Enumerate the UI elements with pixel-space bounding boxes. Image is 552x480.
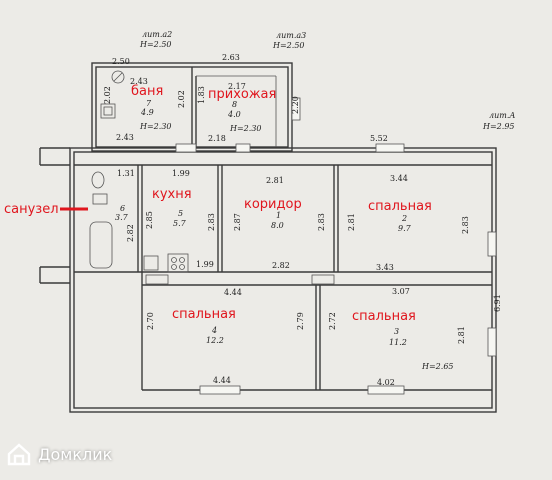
svg-text:1.31: 1.31 <box>117 169 135 178</box>
svg-text:2.82: 2.82 <box>272 261 290 270</box>
svg-text:12.2: 12.2 <box>206 336 224 345</box>
label-sanuzel: санузел <box>4 202 59 217</box>
svg-text:H=2.50: H=2.50 <box>272 41 305 50</box>
svg-text:2.85: 2.85 <box>145 211 154 229</box>
svg-text:3.7: 3.7 <box>115 213 129 222</box>
svg-text:1: 1 <box>276 211 281 220</box>
svg-text:лит.а3: лит.а3 <box>276 31 306 40</box>
svg-text:H=2.50: H=2.50 <box>139 40 172 49</box>
svg-text:2.81: 2.81 <box>266 176 284 185</box>
label-spalnaya-3: спальная <box>352 309 416 324</box>
svg-text:5.7: 5.7 <box>173 219 187 228</box>
svg-text:2.02: 2.02 <box>103 86 112 104</box>
svg-text:8: 8 <box>232 100 237 109</box>
dimensions: 2.50 2.63 2.43 2.17 2.02 2.02 1.83 2.20 … <box>103 53 502 387</box>
svg-text:2.83: 2.83 <box>207 213 216 231</box>
label-banya: баня <box>131 84 163 99</box>
svg-text:2: 2 <box>401 214 407 223</box>
svg-text:1.99: 1.99 <box>196 260 214 269</box>
svg-text:лит.а2: лит.а2 <box>142 30 172 39</box>
svg-text:9.7: 9.7 <box>398 224 412 233</box>
svg-text:2.83: 2.83 <box>317 213 326 231</box>
svg-text:4: 4 <box>211 326 217 335</box>
svg-text:2.83: 2.83 <box>461 216 470 234</box>
svg-text:4.9: 4.9 <box>140 108 154 117</box>
svg-text:4.0: 4.0 <box>227 110 241 119</box>
svg-text:2.18: 2.18 <box>208 134 226 143</box>
svg-text:2.70: 2.70 <box>146 312 155 330</box>
label-kuhnya: кухня <box>152 187 192 202</box>
svg-text:8.0: 8.0 <box>271 221 284 230</box>
svg-text:2.63: 2.63 <box>222 53 240 62</box>
headers: лит.а2 H=2.50 лит.а3 H=2.50 лит.А H=2.95 <box>139 30 515 131</box>
svg-text:1.99: 1.99 <box>172 169 190 178</box>
svg-text:4.02: 4.02 <box>377 378 395 387</box>
room-numbers: 7 4.9 H=2.30 8 4.0 H=2.30 6 3.7 5 5.7 1 … <box>115 99 454 371</box>
svg-text:H=2.65: H=2.65 <box>421 362 454 371</box>
svg-text:2.50: 2.50 <box>112 57 130 66</box>
svg-text:2.43: 2.43 <box>130 77 148 86</box>
house-logo-icon <box>7 443 31 466</box>
svg-text:4.44: 4.44 <box>224 288 242 297</box>
room-labels: баня прихожая санузел кухня коридор спал… <box>4 84 432 324</box>
svg-text:3: 3 <box>394 327 399 336</box>
svg-text:6: 6 <box>120 204 125 213</box>
svg-text:2.72: 2.72 <box>328 312 337 330</box>
svg-text:3.07: 3.07 <box>392 287 410 296</box>
svg-text:2.43: 2.43 <box>116 133 134 142</box>
svg-text:2.20: 2.20 <box>291 96 300 114</box>
svg-text:4.44: 4.44 <box>213 376 231 385</box>
svg-text:2.79: 2.79 <box>296 312 305 330</box>
svg-text:1.83: 1.83 <box>197 86 206 104</box>
svg-text:6.91: 6.91 <box>493 294 502 312</box>
brand-watermark: Домклик <box>6 442 112 466</box>
svg-text:5.52: 5.52 <box>370 134 388 143</box>
svg-text:11.2: 11.2 <box>389 338 407 347</box>
svg-text:2.81: 2.81 <box>347 213 356 231</box>
svg-text:2.17: 2.17 <box>228 82 246 91</box>
windows <box>175 97 497 395</box>
main-walls <box>39 147 497 413</box>
svg-text:3.44: 3.44 <box>390 174 408 183</box>
svg-text:5: 5 <box>178 209 183 218</box>
svg-text:2.82: 2.82 <box>126 224 135 242</box>
svg-text:3.43: 3.43 <box>376 263 394 272</box>
svg-text:2.02: 2.02 <box>177 90 186 108</box>
brand-name: Домклик <box>38 444 113 464</box>
svg-text:H=2.95: H=2.95 <box>482 122 515 131</box>
label-prihozhaya: прихожая <box>208 87 276 102</box>
svg-text:лит.А: лит.А <box>489 111 515 120</box>
label-koridor: коридор <box>244 197 302 212</box>
svg-text:2.87: 2.87 <box>233 213 242 231</box>
svg-text:7: 7 <box>146 99 152 108</box>
label-spalnaya-2: спальная <box>368 199 432 214</box>
svg-text:2.81: 2.81 <box>457 326 466 344</box>
svg-text:H=2.30: H=2.30 <box>139 122 172 131</box>
label-spalnaya-4: спальная <box>172 307 236 322</box>
svg-text:H=2.30: H=2.30 <box>229 124 262 133</box>
